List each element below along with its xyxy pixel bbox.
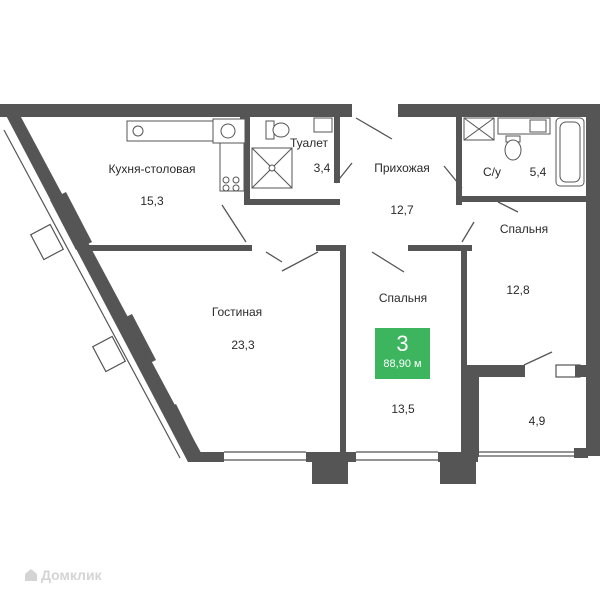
room-area-bedroom-right: 12,8 <box>506 283 530 297</box>
total-area: 88,90 м <box>383 358 422 370</box>
house-icon <box>25 569 37 581</box>
room-area-kitchen: 15,3 <box>140 194 164 208</box>
room-area-balcony: 4,9 <box>528 414 546 428</box>
room-label-bedroom-center: Спальня <box>378 291 428 305</box>
watermark-text: Домклик <box>41 567 102 583</box>
room-label-bedroom-right: Спальня <box>499 222 549 236</box>
kitchen-fixtures <box>126 118 246 192</box>
room-label-kitchen: Кухня-столовая <box>108 162 196 176</box>
room-area-hallway: 12,7 <box>390 203 414 217</box>
watermark: Домклик <box>24 567 102 583</box>
room-label-hallway: Прихожая <box>374 161 430 175</box>
room-label-toilet: Туалет <box>290 136 328 150</box>
doors <box>221 117 553 366</box>
room-label-bathroom: С/у <box>483 165 501 179</box>
toilet-fixtures <box>251 117 333 189</box>
room-label-living: Гостиная <box>211 305 263 319</box>
room-area-bedroom-center: 13,5 <box>391 402 415 416</box>
apartment-badge: 3 88,90 м <box>375 328 430 379</box>
room-area-toilet: 3,4 <box>313 161 331 175</box>
room-area-bathroom: 5,4 <box>529 165 547 179</box>
room-area-living: 23,3 <box>231 338 255 352</box>
windows <box>3 116 581 483</box>
rooms-count: 3 <box>396 331 409 356</box>
walls <box>0 104 600 484</box>
bathroom-fixtures <box>463 117 585 187</box>
